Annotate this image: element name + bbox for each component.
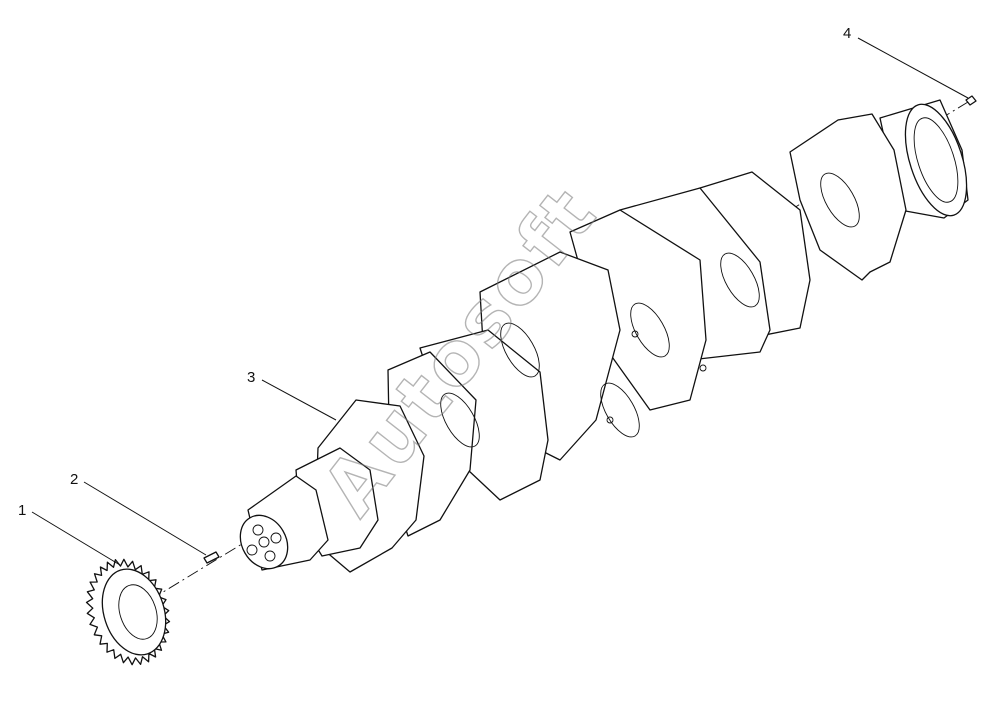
journal-6 bbox=[720, 252, 760, 308]
crankshaft-snout bbox=[239, 475, 329, 571]
journal-2 bbox=[440, 392, 480, 448]
leader-line-3 bbox=[261, 379, 337, 421]
callout-4: 4 bbox=[843, 25, 851, 42]
callout-2: 2 bbox=[70, 471, 78, 488]
callout-1: 1 bbox=[18, 502, 26, 519]
oil-hole bbox=[606, 416, 614, 424]
callout-3: 3 bbox=[247, 369, 255, 386]
bolt-hole bbox=[252, 524, 264, 536]
bolt-hole bbox=[270, 532, 282, 544]
journal-4 bbox=[600, 382, 640, 438]
gear-bore bbox=[118, 584, 158, 640]
leader-line-4 bbox=[857, 37, 969, 99]
leader-line-2 bbox=[83, 481, 207, 556]
oil-hole bbox=[631, 330, 639, 338]
journal-3 bbox=[500, 322, 540, 378]
counterweight-7 bbox=[837, 113, 907, 273]
journal-5 bbox=[630, 302, 670, 358]
center-bore bbox=[258, 536, 270, 548]
oil-hole bbox=[699, 364, 707, 372]
gear-body bbox=[101, 568, 167, 656]
crankshaft bbox=[239, 99, 969, 573]
bolt-hole bbox=[246, 544, 258, 556]
end-plug bbox=[965, 95, 977, 106]
dowel-pin bbox=[203, 551, 220, 564]
journal-7 bbox=[820, 172, 860, 228]
crankshaft-gear bbox=[85, 558, 171, 666]
bolt-hole bbox=[264, 550, 276, 562]
leader-line-1 bbox=[31, 511, 121, 566]
